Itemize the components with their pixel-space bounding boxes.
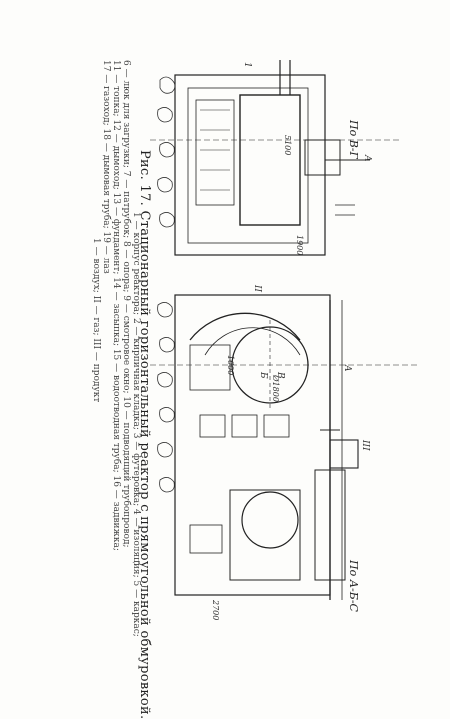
- caption-legend-line: 1 — воздух; II — газ; III — продукт: [91, 238, 101, 403]
- caption-legend-line: 11 — топка; 12 — дымоход; 13 — фундамент…: [111, 60, 121, 551]
- marker-label: III: [360, 440, 370, 451]
- top-section-outline: [174, 74, 326, 256]
- dimension-label: Ø1800: [271, 375, 280, 402]
- marker-label: В: [275, 372, 285, 379]
- chimney-stub: [329, 439, 359, 469]
- dimension-label: 1600: [226, 355, 235, 376]
- dimension-label: 5100: [283, 135, 292, 156]
- tube-bank: [195, 99, 235, 206]
- technical-drawing: [150, 60, 420, 600]
- section-label-bottom: По А-Б-С: [347, 560, 360, 612]
- marker-label: Б: [258, 372, 268, 379]
- dimension-label: 1900: [295, 235, 304, 256]
- marker-label: A: [342, 365, 352, 372]
- dimension-label: 2700: [211, 600, 220, 621]
- marker-label: A: [362, 155, 372, 162]
- reactor-body: [239, 94, 301, 226]
- bottom-section-outline: [174, 294, 331, 596]
- ground-stones: [157, 76, 176, 493]
- caption-legend-line: 17 — газоход; 18 — дымовая труба; 19 — л…: [101, 60, 111, 274]
- caption-legend-line: 1 — корпус реактора; 2 — кирпичная кладк…: [131, 212, 141, 637]
- fire-box: [304, 139, 341, 176]
- marker-label: 1: [242, 62, 252, 68]
- caption-legend-line: 6 — люк для загрузки; 7 — патрубок; 8 — …: [121, 60, 131, 548]
- arch-vault: [189, 312, 301, 341]
- top-section-inner: [187, 87, 309, 244]
- section-label-top: По В-Г: [347, 120, 360, 159]
- marker-label: II: [252, 285, 262, 293]
- page: Рис. 17. Стационарный горизонтальный реа…: [91, 60, 420, 719]
- side-opening: [229, 489, 301, 581]
